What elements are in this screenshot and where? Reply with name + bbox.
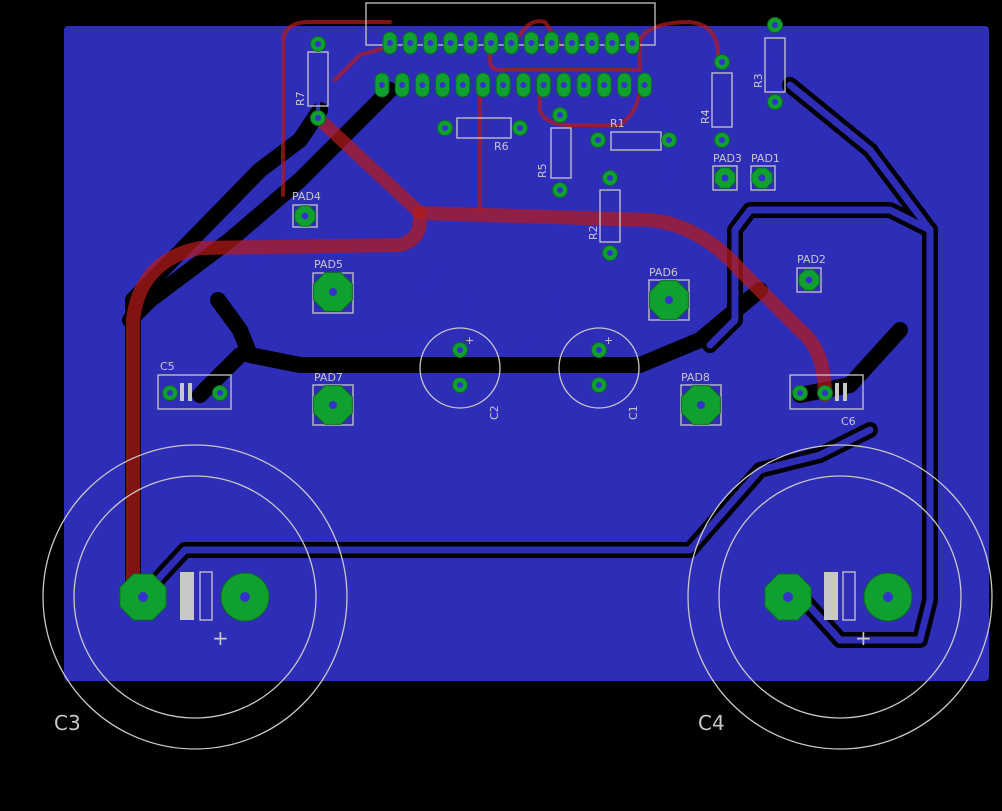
c4-inner-outline (718, 475, 962, 719)
label-r4: R4 (699, 109, 712, 124)
plus-c2: + (465, 334, 474, 347)
plus-c3: + (212, 626, 229, 650)
plus-c4: + (855, 626, 872, 650)
silkscreen-labels: R1 R2 R3 R4 R5 R6 R7 C1 C2 C3 C4 C5 C6 P… (54, 73, 872, 735)
c1-outline (558, 327, 640, 409)
label-r5: R5 (536, 163, 549, 178)
label-r6: R6 (494, 140, 509, 153)
connector-pins (374, 31, 653, 98)
c3-inner-outline (73, 475, 317, 719)
label-c2: C2 (488, 405, 501, 420)
label-c6: C6 (841, 415, 856, 428)
label-pad8: PAD8 (681, 371, 710, 384)
label-r3: R3 (752, 73, 765, 88)
label-c5: C5 (160, 360, 175, 373)
label-pad5: PAD5 (314, 258, 343, 271)
c2-outline (419, 327, 501, 409)
label-pad7: PAD7 (314, 371, 343, 384)
label-r1: R1 (610, 117, 625, 130)
component-pads (119, 17, 913, 622)
c4-outer-outline (687, 444, 993, 750)
label-c1: C1 (627, 405, 640, 420)
label-pad6: PAD6 (649, 266, 678, 279)
label-pad1: PAD1 (751, 152, 780, 165)
label-c3: C3 (54, 711, 81, 735)
plus-c1: + (604, 334, 613, 347)
bottom-traces (122, 58, 938, 648)
c3-outer-outline (42, 444, 348, 750)
label-r7: R7 (294, 91, 307, 106)
label-r2: R2 (587, 225, 600, 240)
label-c4: C4 (698, 711, 725, 735)
label-pad2: PAD2 (797, 253, 826, 266)
label-pad4: PAD4 (292, 190, 321, 203)
label-pad3: PAD3 (713, 152, 742, 165)
